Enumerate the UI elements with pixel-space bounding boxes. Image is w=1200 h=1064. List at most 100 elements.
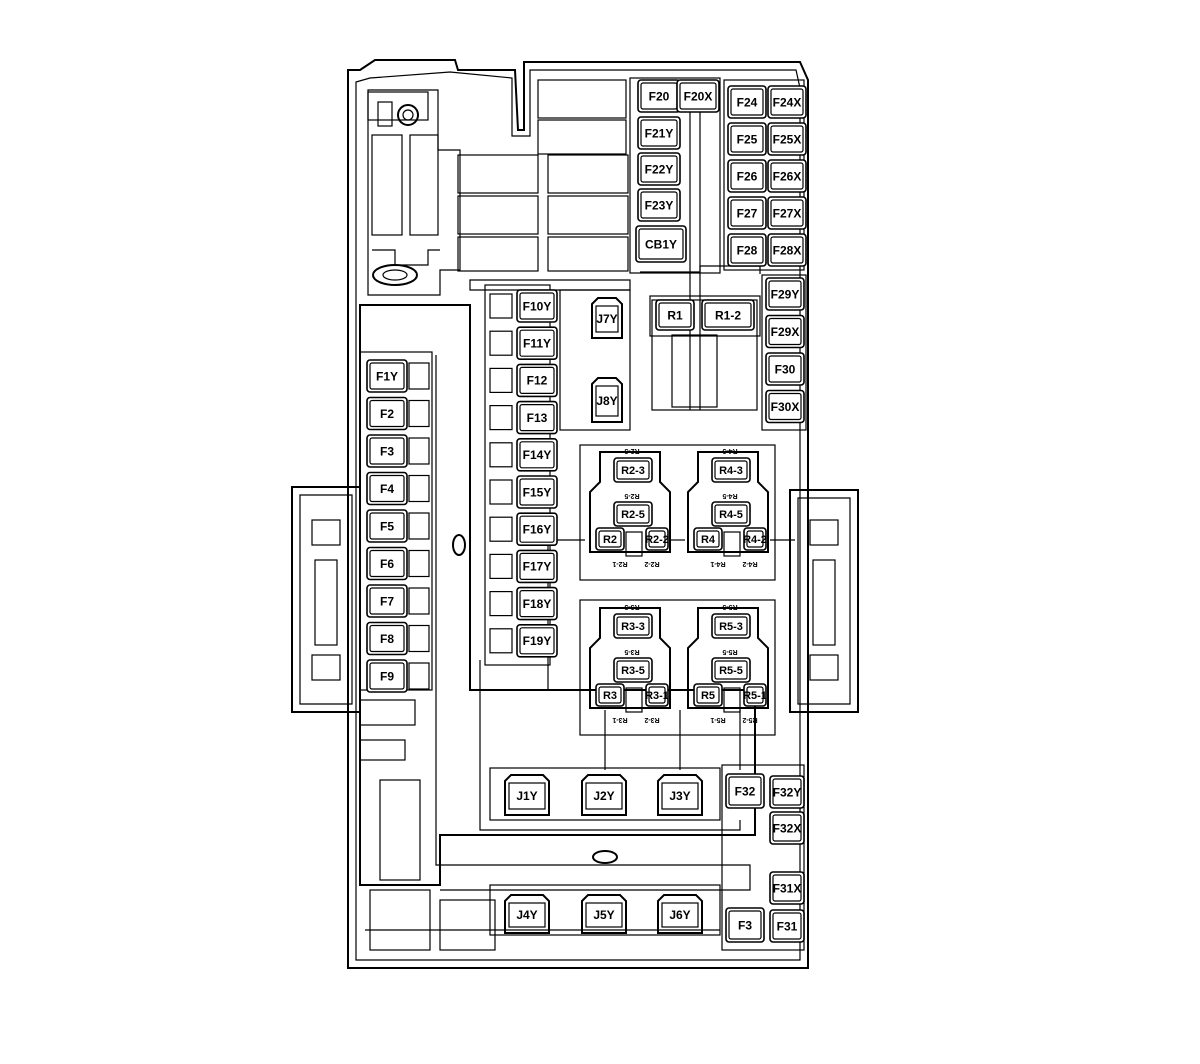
- relay-r1-2-inner: [704, 302, 752, 328]
- fuse-f23y-inner: [640, 191, 678, 219]
- fuse-f23y-outline: [637, 188, 681, 222]
- fuse-f15y: F15Y: [516, 475, 558, 509]
- fuse-f9-label: F9: [380, 669, 394, 683]
- fuse-f20x: F20X: [676, 79, 720, 113]
- fuse-f32y: F32Y: [769, 775, 805, 809]
- fuse-f28x: F28X: [767, 233, 807, 267]
- fuse-f25x-label: F25X: [773, 132, 802, 146]
- fuse-f16y: F16Y: [516, 512, 558, 547]
- relay-r2-pin-top: R2-3: [613, 457, 653, 483]
- fuse-f19y-label: F19Y: [523, 634, 552, 648]
- fuse-f19y-outline: [516, 623, 558, 658]
- fuse-f31-outline: [769, 909, 805, 943]
- relay-r2-pinlabel-1: R2-3: [624, 447, 639, 454]
- fuse-f2-clip: [408, 399, 430, 428]
- relay-r3-pin-left: R3: [595, 683, 625, 707]
- relay-r5-pin-top-inner: [714, 616, 748, 636]
- fuse-f14y-inner: [519, 441, 555, 469]
- fuse-f3b-outline: [725, 907, 765, 943]
- jcase-j2y-outline: [581, 774, 627, 816]
- fuse-f32x-label: F32X: [773, 821, 802, 835]
- jcase-j3y-inner: [661, 782, 699, 810]
- fuse-f26x: F26X: [767, 159, 807, 193]
- fuse-f27-inner: [730, 199, 764, 227]
- fuse-f3: F3: [366, 434, 408, 468]
- relay-r3-pin-top: R3-3: [613, 613, 653, 639]
- fuse-f17y-clip: [489, 553, 513, 580]
- relay-r3-pin-right-outline: [645, 683, 669, 707]
- fuse-f28-outline: [727, 233, 767, 267]
- fuse-f12: F12: [516, 363, 558, 398]
- fuse-f3-label: F3: [380, 444, 394, 458]
- fuse-f32y-label: F32Y: [773, 785, 802, 799]
- fuse-f9-outline: [366, 659, 408, 693]
- fuse-f21y-label: F21Y: [645, 126, 674, 140]
- fuse-f31: F31: [769, 909, 805, 943]
- fuse-f26x-inner: [770, 162, 804, 190]
- fuse-f8-inner: [369, 624, 405, 653]
- relay-block-r2-housing: [589, 451, 671, 553]
- fuse-f24-label: F24: [737, 95, 758, 109]
- fuse-f31-label: F31: [777, 919, 798, 933]
- fuse-f11y-clip: [489, 330, 513, 356]
- fuse-f27x-label: F27X: [773, 206, 802, 220]
- fuse-f30-inner: [768, 355, 802, 383]
- relay-r5-pin-left: R5: [693, 683, 723, 707]
- fuse-f17y-inner: [519, 552, 555, 581]
- jcase-j8y-inner: [595, 385, 619, 417]
- fuse-f26-outline: [727, 159, 767, 193]
- relay-block-r3-housing: [589, 607, 671, 709]
- relay-block-r5-housing: [687, 607, 769, 709]
- fuse-f11y-outline: [516, 326, 558, 361]
- fuse-f30-label: F30: [775, 362, 796, 376]
- jcase-j6y-inner: [661, 902, 699, 928]
- jcase-j7y: J7Y: [591, 297, 623, 339]
- fuse-f24x-outline: [767, 85, 807, 119]
- relay-r3-pin-mid: R3-5: [613, 657, 653, 683]
- fuse-f10y-inner: [519, 292, 555, 320]
- fuse-f28-label: F28: [737, 243, 758, 257]
- relay-r5-pin-top-outline: [711, 613, 751, 639]
- fuse-cb1y-outline: [635, 225, 687, 263]
- fuse-f11y-inner: [519, 329, 555, 357]
- fuse-f32x-inner: [772, 814, 802, 842]
- fuse-cb1y: CB1Y: [635, 225, 687, 263]
- fuse-f4-inner: [369, 474, 405, 503]
- fuse-f5-outline: [366, 509, 408, 543]
- jcase-j2y-inner: [585, 782, 623, 810]
- relay-r4-pin-left-inner: [696, 530, 720, 548]
- fuse-f3b-inner: [728, 910, 762, 940]
- fuse-f20x-outline: [676, 79, 720, 113]
- jcase-j8y-label: J8Y: [596, 394, 617, 408]
- relay-r5-pin-top: R5-3: [711, 613, 751, 639]
- fuse-f25-outline: [727, 122, 767, 156]
- fuse-f6-label: F6: [380, 557, 394, 571]
- relay-r4-pin-mid: R4-5: [711, 501, 751, 527]
- relay-r5-pin-right-label: R5-1: [743, 690, 767, 702]
- fuse-f1y-clip: [408, 362, 430, 390]
- jcase-j7y-label: J7Y: [596, 312, 617, 326]
- fuse-f30-outline: [765, 352, 805, 386]
- fuse-f8-clip: [408, 624, 430, 653]
- jcase-j3y-outline: [657, 774, 703, 816]
- jcase-j7y-inner: [595, 305, 619, 333]
- fuse-f1y: F1Y: [366, 359, 408, 393]
- fuse-f24-outline: [727, 85, 767, 119]
- fuse-f14y-label: F14Y: [523, 448, 552, 462]
- fuse-f32: F32: [725, 773, 765, 809]
- relay-r3-pin-right-label: R3-1: [645, 690, 669, 702]
- fuse-f10y-outline: [516, 289, 558, 323]
- fuse-f7-outline: [366, 584, 408, 618]
- fuse-f32y-outline: [769, 775, 805, 809]
- fuse-f15y-label: F15Y: [523, 485, 552, 499]
- jcase-j5y-outline: [581, 894, 627, 934]
- relay-r2-pin-right: R2-2: [645, 527, 669, 551]
- fuse-f19y-inner: [519, 627, 555, 655]
- fuse-f30x: F30X: [765, 389, 805, 424]
- relay-r3-pin-right-inner: [648, 686, 666, 704]
- fuse-f30x-inner: [768, 392, 802, 421]
- jcase-j7y-outline: [591, 297, 623, 339]
- fuse-f3b-label: F3: [738, 918, 752, 932]
